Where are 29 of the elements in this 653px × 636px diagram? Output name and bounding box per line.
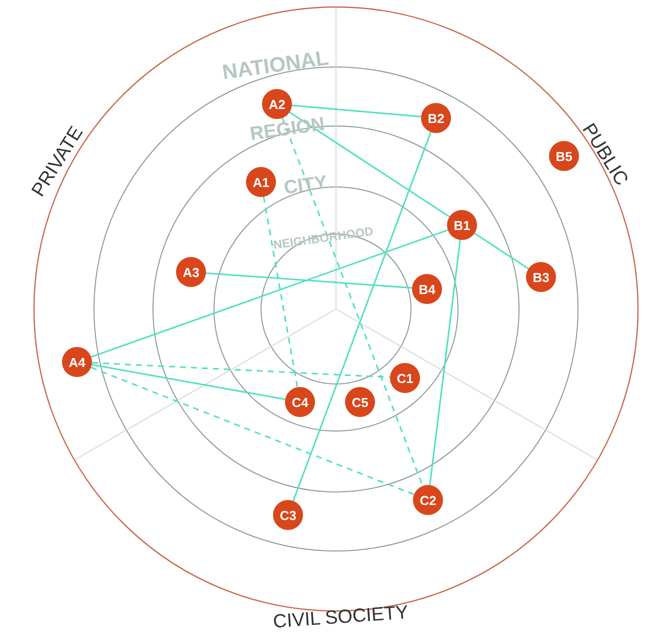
marker-circle: A2 xyxy=(262,89,292,119)
marker-circle: A1 xyxy=(246,167,276,197)
connector-line xyxy=(262,196,298,388)
marker-circle: C2 xyxy=(413,485,443,515)
marker-circle: C1 xyxy=(390,363,420,393)
connector-line xyxy=(90,366,414,496)
connector-line xyxy=(292,132,432,502)
marker-circle: A4 xyxy=(62,347,92,377)
marker-circle: B1 xyxy=(447,210,477,240)
ring-label: NATIONAL xyxy=(220,46,330,86)
marker-circle: B2 xyxy=(421,103,451,133)
marker-circle: B3 xyxy=(526,262,556,292)
connector-line xyxy=(282,118,424,486)
sector-label: CIVIL SOCIETY xyxy=(272,602,410,634)
connector-line xyxy=(92,362,390,378)
connector-line xyxy=(292,104,422,118)
connector-line xyxy=(90,229,448,358)
marker-circle: C3 xyxy=(273,500,303,530)
marker-circle: B4 xyxy=(412,274,442,304)
marker-circle: C5 xyxy=(345,387,375,417)
connector-line xyxy=(429,240,461,486)
marker-circle: C4 xyxy=(285,387,315,417)
connector-line xyxy=(474,232,529,270)
marker-circle: B5 xyxy=(549,141,579,171)
ring-label: CITY xyxy=(282,172,328,200)
connector-line xyxy=(92,364,286,400)
connector-line xyxy=(206,272,412,289)
connector-line xyxy=(289,112,450,218)
marker-circle: A3 xyxy=(176,257,206,287)
